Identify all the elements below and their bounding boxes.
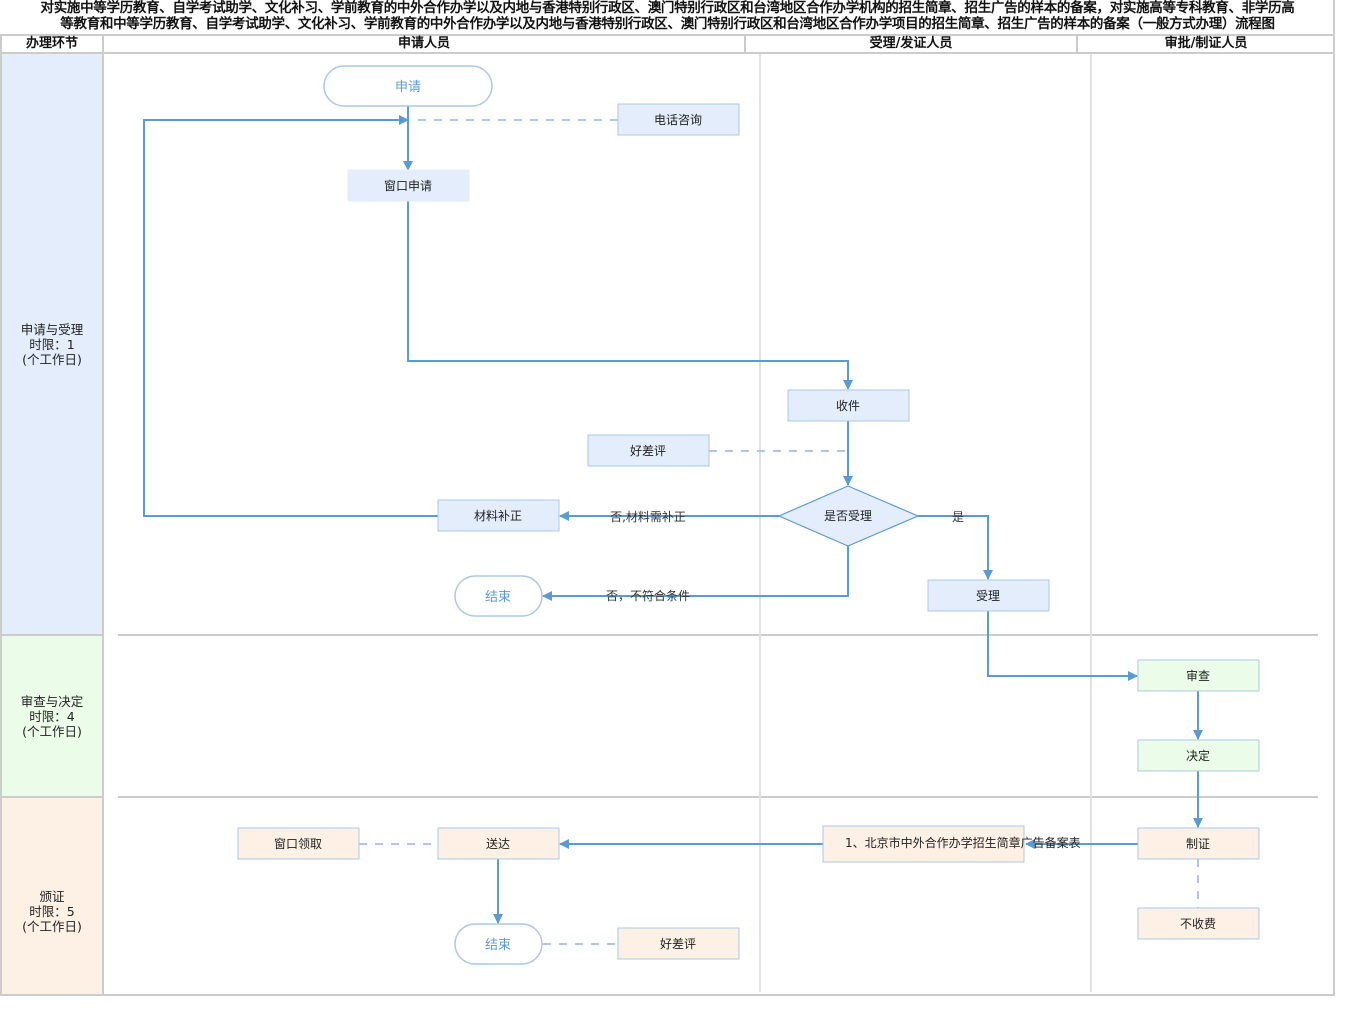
- flowchart-canvas: 申请 电话咨询 窗口申请 收件 好差评 是否受理 材料补正 结束 受理 审查 决…: [0, 0, 1335, 996]
- lane-label-apply-accept: 申请与受理 时限：1 (个工作日): [20, 321, 84, 367]
- lane-label-certify: 颁证 时限：5 (个工作日): [22, 888, 82, 934]
- edge-decision-to-end: [542, 546, 849, 601]
- node-supplement-label: 材料补正: [474, 509, 522, 523]
- edge-window-apply-to-receive: [407, 201, 853, 390]
- node-window-pickup-label: 窗口领取: [274, 837, 322, 851]
- node-end2[interactable]: 结束: [454, 923, 543, 965]
- node-rating2-label: 好差评: [660, 937, 696, 951]
- column-header-applicant: 申请人员: [397, 36, 450, 51]
- grid-lines: [0, 0, 1335, 996]
- node-no-fee-label: 不收费: [1180, 917, 1216, 931]
- node-make-cert-label: 制证: [1186, 837, 1210, 851]
- node-rating2[interactable]: 好差评: [617, 927, 740, 960]
- node-receive[interactable]: 收件: [787, 389, 910, 422]
- node-review[interactable]: 审查: [1137, 659, 1260, 692]
- node-rating1-label: 好差评: [630, 444, 666, 458]
- node-window-apply-label: 窗口申请: [384, 179, 432, 193]
- diagram-title: 对实施中等学历教育、自学考试助学、文化补习、学前教育的中外合作办学以及内地与香港…: [0, 0, 1335, 35]
- node-end1[interactable]: 结束: [454, 575, 543, 617]
- title-line-1: 对实施中等学历教育、自学考试助学、文化补习、学前教育的中外合作办学以及内地与香港…: [40, 0, 1295, 16]
- edge-decision-to-accept: [918, 515, 993, 580]
- node-deliver[interactable]: 送达: [437, 827, 560, 860]
- node-accept[interactable]: 受理: [927, 579, 1050, 612]
- edge-supplement-loop: [143, 115, 438, 517]
- lane-label-review-decide: 审查与决定 时限：4 (个工作日): [20, 693, 84, 739]
- node-receive-label: 收件: [836, 399, 860, 413]
- node-window-apply[interactable]: 窗口申请: [347, 169, 470, 202]
- node-window-pickup[interactable]: 窗口领取: [237, 827, 360, 860]
- edge-label-no-unqualified: 否，不符合条件: [606, 588, 690, 603]
- node-no-fee[interactable]: 不收费: [1137, 907, 1260, 940]
- connectors: [143, 106, 1203, 924]
- node-decision[interactable]: 是否受理: [777, 485, 920, 547]
- node-decide[interactable]: 决定: [1137, 739, 1260, 772]
- lane-bg-review: [2, 636, 102, 796]
- node-decision-label: 是否受理: [824, 509, 872, 523]
- lane-bg-apply: [2, 54, 102, 634]
- node-supplement[interactable]: 材料补正: [437, 499, 560, 532]
- node-accept-label: 受理: [976, 589, 1000, 603]
- node-end2-label: 结束: [485, 938, 511, 953]
- node-review-label: 审查: [1186, 668, 1210, 683]
- node-start-label: 申请: [395, 80, 421, 95]
- node-form-label: 1、北京市中外合作办学招生简章广告备案表: [845, 835, 1081, 850]
- lane-bg-certify: [2, 798, 102, 994]
- title-line-2: 等教育和中等学历教育、自学考试助学、文化补习、学前教育的中外合作办学以及内地与香…: [60, 16, 1275, 32]
- edge-label-yes: 是: [952, 510, 964, 524]
- column-header-stage: 办理环节: [25, 36, 78, 51]
- column-header-approver: 审批/制证人员: [1164, 36, 1248, 51]
- edge-accept-to-review: [987, 611, 1138, 681]
- node-phone-consult[interactable]: 电话咨询: [617, 103, 740, 136]
- node-start[interactable]: 申请: [323, 65, 493, 107]
- node-deliver-label: 送达: [486, 836, 510, 851]
- node-form[interactable]: 1、北京市中外合作办学招生简章广告备案表: [822, 825, 1081, 863]
- node-rating1[interactable]: 好差评: [587, 434, 710, 467]
- column-header-acceptor: 受理/发证人员: [869, 36, 953, 51]
- node-decide-label: 决定: [1186, 748, 1210, 763]
- node-end1-label: 结束: [485, 590, 511, 605]
- edge-label-no-supplement: 否,材料需补正: [610, 510, 686, 524]
- node-phone-consult-label: 电话咨询: [654, 112, 702, 127]
- dashed-associations: [359, 119, 1199, 945]
- node-make-cert[interactable]: 制证: [1137, 827, 1260, 860]
- column-dividers: [759, 54, 1092, 992]
